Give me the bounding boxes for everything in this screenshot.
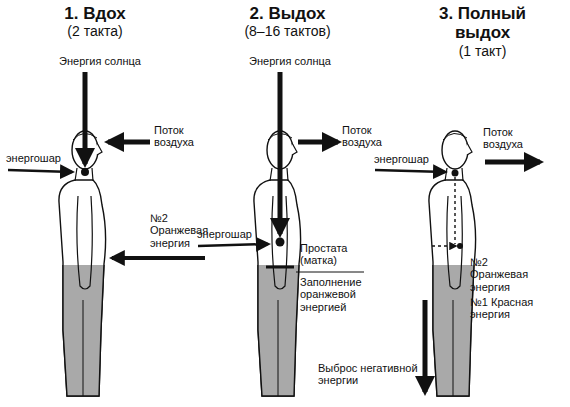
label-text: энергошар [374, 153, 454, 165]
ball-arrow [375, 170, 445, 172]
label-text: №2 Оранжевая энергия [470, 256, 548, 293]
sun-arrow [278, 72, 283, 234]
label-text: Выброс негативной энергии [318, 362, 418, 387]
human-figure [254, 131, 301, 396]
label-text: Простата (матка) [300, 242, 370, 267]
dashed-arrow [432, 245, 456, 246]
energy-ball [452, 170, 459, 177]
panel-heading: 2. Выдох [230, 4, 345, 23]
energy-ball [276, 238, 285, 247]
ball-arrow [198, 244, 268, 246]
leader-line [296, 272, 364, 273]
energy-ball [81, 168, 89, 176]
orange-arrow [112, 256, 205, 260]
label-text: Заполнение оранжевой энергией [300, 276, 380, 313]
label-text: Поток воздуха [342, 124, 398, 149]
dotted-path [454, 177, 455, 244]
label-text: энергошар [6, 152, 86, 164]
panel-heading: 3. Полный выдох [430, 4, 535, 42]
air-arrow [298, 140, 338, 145]
label-text: (1 такт) [430, 44, 535, 60]
prostate-mark [266, 266, 294, 269]
label-text: Поток воздуха [154, 124, 210, 149]
panel-heading: 1. Вдох [40, 4, 150, 23]
ball-arrow [8, 170, 72, 172]
label-text: Энергия солнца [230, 55, 350, 67]
energy-ball [457, 243, 463, 249]
label-text: (8–16 тактов) [230, 24, 345, 40]
air-arrow [108, 140, 150, 145]
label-text: энергошар [197, 228, 277, 240]
label-text: (2 такта) [40, 24, 150, 40]
air-arrow [485, 160, 540, 165]
release-arrow [423, 300, 428, 392]
label-text: Энергия солнца [40, 55, 160, 67]
sun-arrow [83, 72, 88, 164]
label-text: Поток воздуха [483, 126, 539, 151]
label-text: №1 Красная энергия [470, 296, 548, 321]
